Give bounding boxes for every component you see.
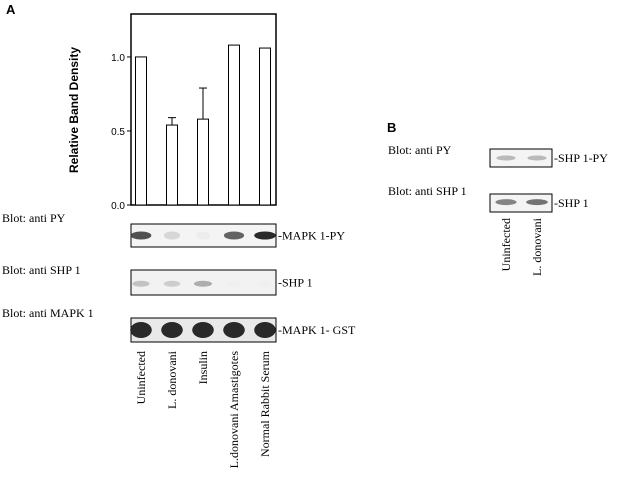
band [193, 280, 213, 287]
band [495, 199, 517, 206]
blot-title: Blot: anti SHP 1 [388, 184, 467, 198]
y-axis-label: Relative Band Density [67, 47, 81, 173]
band [192, 322, 214, 338]
bar-chart: Relative Band Density 0.0 0.5 1.0 [67, 13, 277, 212]
band [195, 231, 211, 240]
panel-a-blots: Blot: anti PY -MAPK 1-PY Blot: anti SHP 1 -… [2, 211, 356, 343]
panel-a-label: A [6, 2, 16, 17]
band-label: -SHP 1 [278, 276, 313, 290]
lane-label: Uninfected [134, 351, 148, 404]
error-bar [199, 87, 207, 120]
lane-label: Uninfected [499, 218, 513, 271]
band [130, 322, 152, 338]
band [527, 155, 547, 161]
band-label: -MAPK 1-PY [278, 229, 345, 243]
bars [135, 44, 271, 206]
lane-label: L.donovani Amastigotes [227, 351, 241, 469]
blot: Blot: anti SHP 1 -SHP 1 [2, 263, 313, 296]
lane-label: Normal Rabbit Serum [258, 350, 272, 457]
blot: Blot: anti PY -MAPK 1-PY [2, 211, 345, 248]
y-ticks: 0.0 0.5 1.0 [111, 53, 131, 212]
panel-b-blots: Blot: anti PY -SHP 1-PY Blot: anti SHP 1 -S… [388, 143, 608, 213]
band [130, 231, 152, 240]
band [161, 322, 183, 338]
panel-a-lane-labels: Uninfected L. donovani Insulin L.donovani A… [134, 350, 272, 468]
error-bars [168, 87, 207, 126]
band [496, 155, 516, 161]
band [526, 199, 548, 206]
bar [228, 44, 240, 206]
band [132, 280, 150, 287]
y-tick-label: 0.0 [111, 201, 125, 212]
band [254, 231, 276, 240]
band-label: -SHP 1-PY [554, 151, 608, 165]
band [254, 322, 276, 338]
blot: Blot: anti MAPK 1 -MAPK 1- GST [2, 306, 356, 343]
blot: Blot: anti SHP 1 -SHP 1 [388, 184, 589, 213]
bar [166, 124, 178, 206]
blot-title: Blot: anti SHP 1 [2, 263, 81, 277]
lane-label: L. donovani [530, 217, 544, 276]
lane-label: Insulin [196, 351, 210, 384]
band [163, 280, 181, 287]
lane-label: L. donovani [165, 350, 179, 409]
y-tick-label: 1.0 [111, 53, 125, 64]
band [227, 280, 241, 287]
y-tick-label: 0.5 [111, 127, 125, 138]
blot-box [489, 193, 553, 213]
bar [135, 56, 147, 206]
band [223, 322, 245, 338]
blot-box [489, 148, 553, 168]
bar [259, 47, 271, 206]
band-label: -SHP 1 [554, 196, 589, 210]
blot: Blot: anti PY -SHP 1-PY [388, 143, 608, 168]
panel-b-lane-labels: Uninfected L. donovani [499, 217, 544, 276]
band [258, 280, 272, 287]
blot-title: Blot: anti MAPK 1 [2, 306, 94, 320]
band [163, 231, 181, 240]
band-label: -MAPK 1- GST [278, 323, 356, 337]
blot-title: Blot: anti PY [388, 143, 452, 157]
error-bar [168, 117, 176, 126]
blot-title: Blot: anti PY [2, 211, 66, 225]
panel-b-label: B [387, 120, 396, 135]
band [223, 231, 245, 240]
bar [197, 118, 209, 206]
